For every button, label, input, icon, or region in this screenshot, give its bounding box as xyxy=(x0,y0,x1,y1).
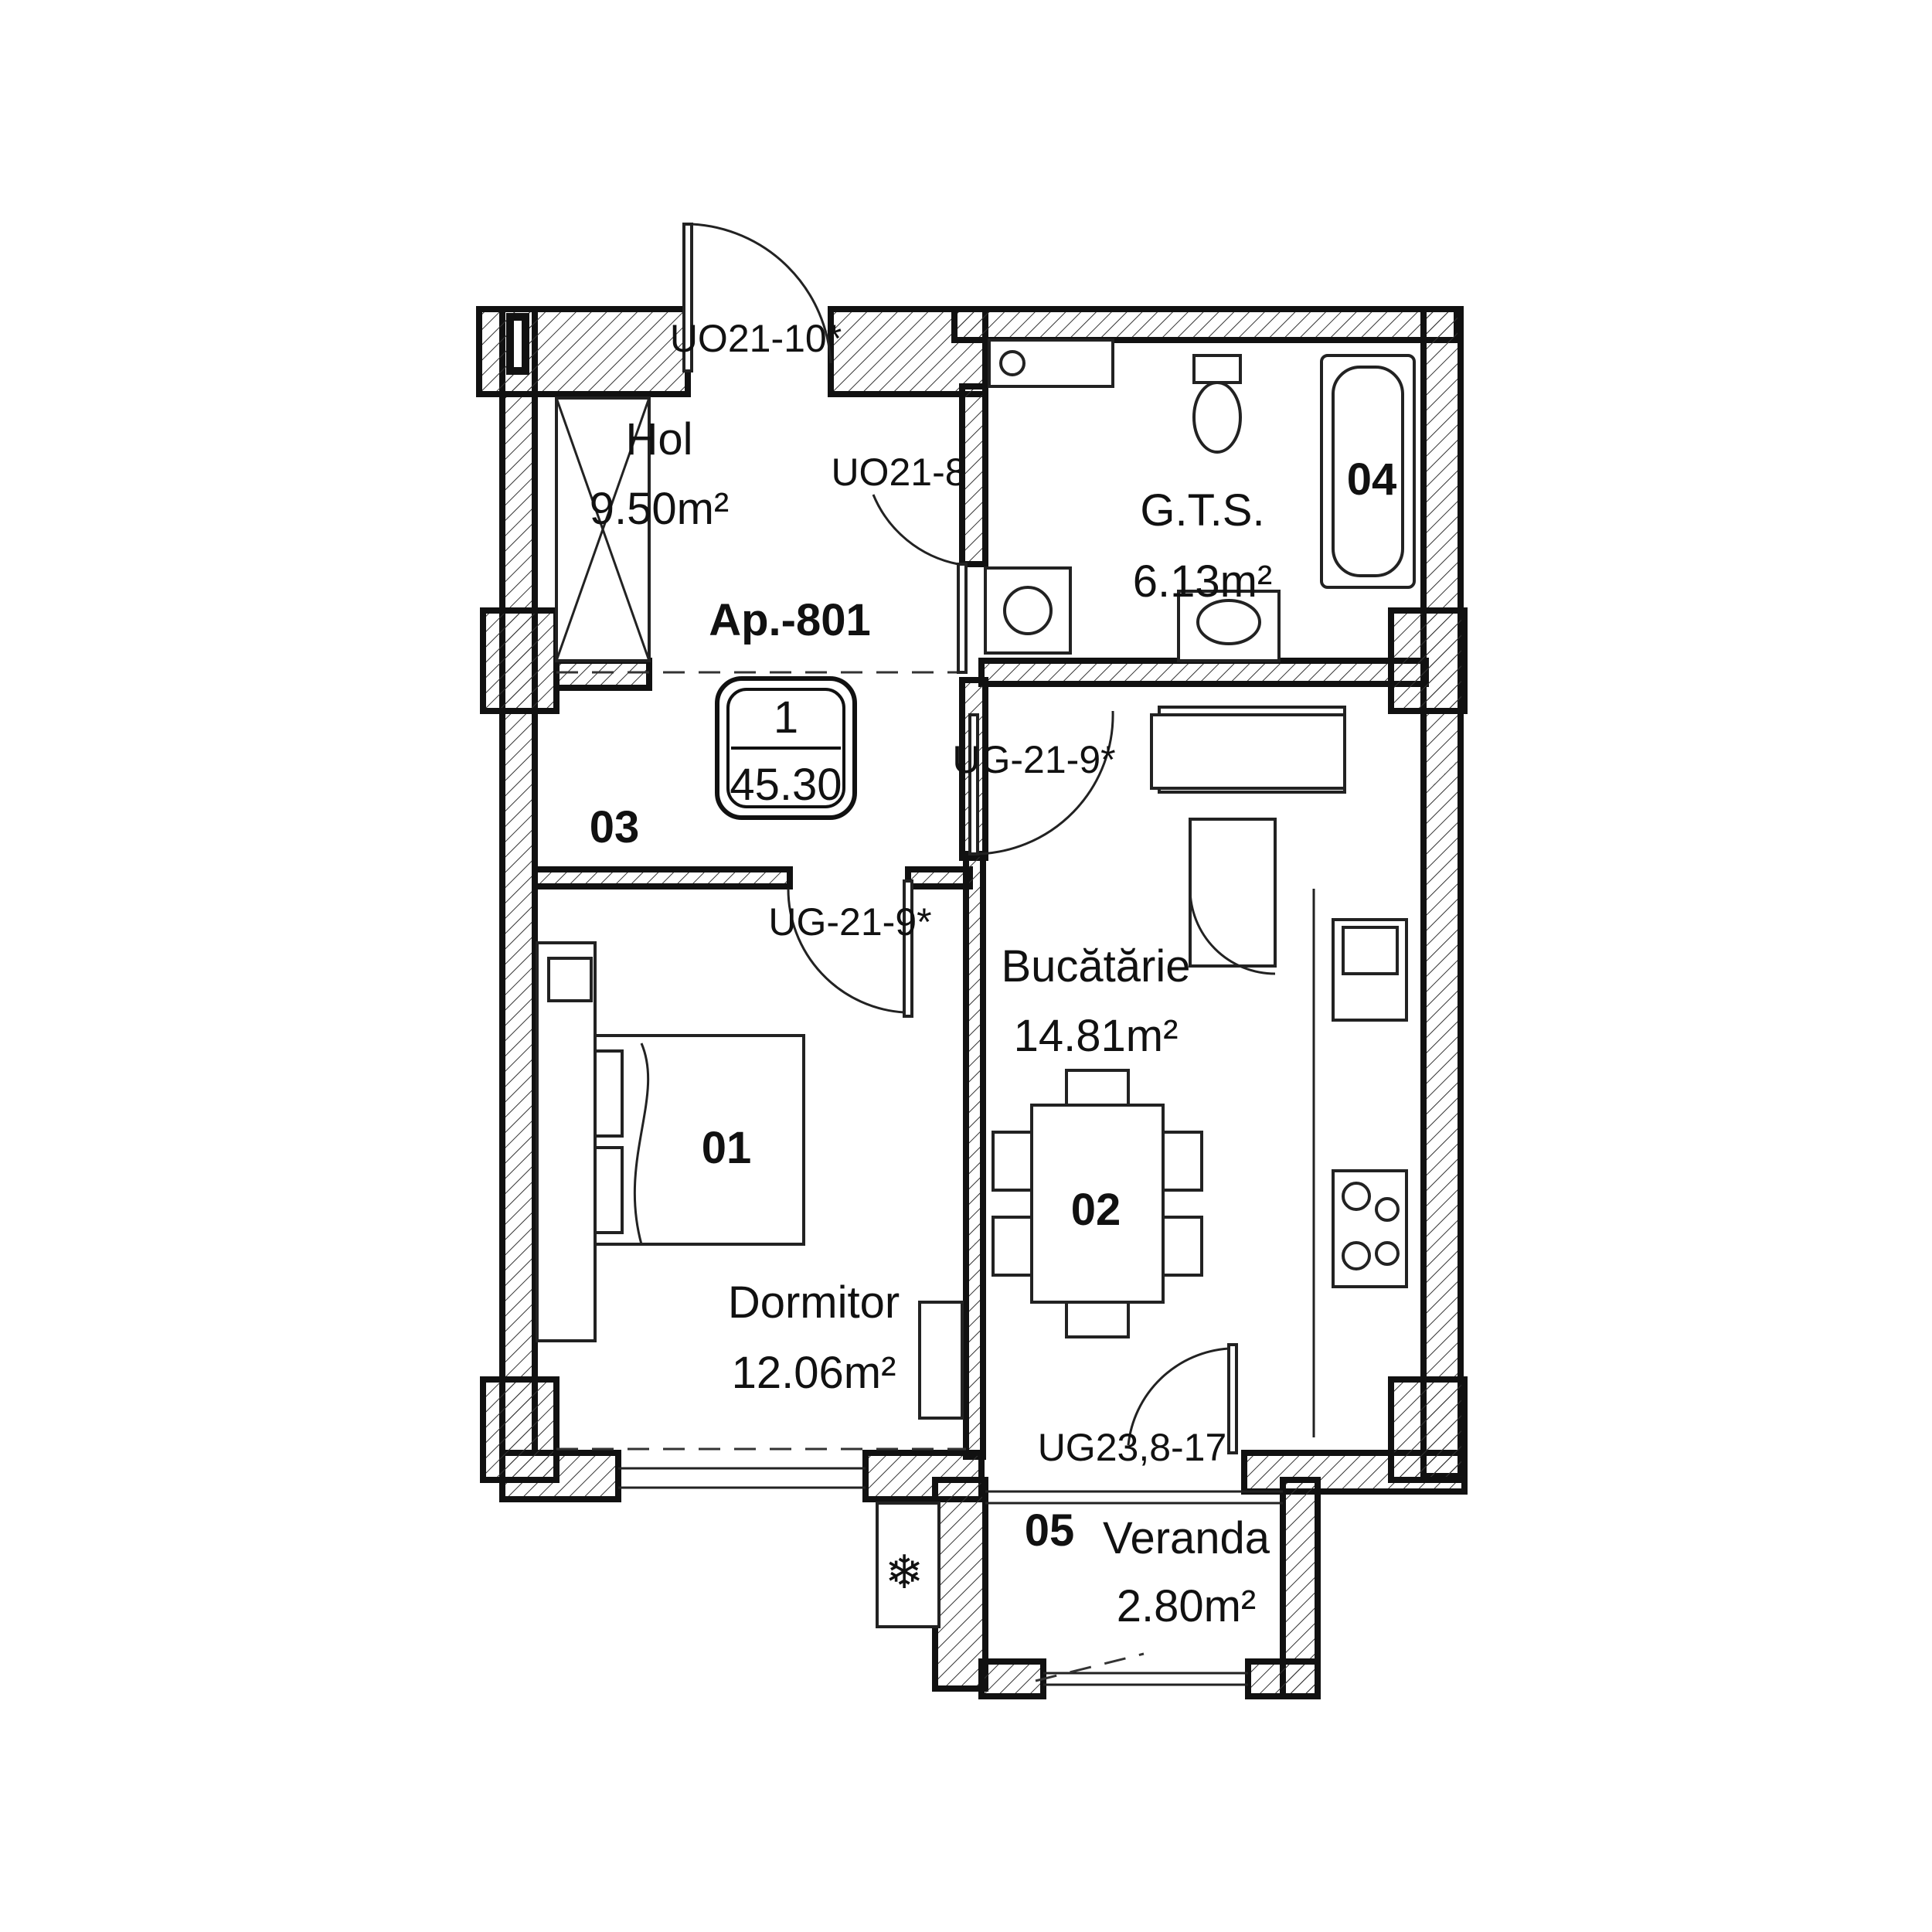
room-03-number: 03 xyxy=(590,802,640,852)
room-05-area: 2.80m² xyxy=(1117,1581,1257,1631)
bathtub-icon xyxy=(1320,354,1416,589)
room-01-number: 01 xyxy=(702,1123,752,1173)
room-04-name: G.T.S. xyxy=(1140,485,1264,536)
apartment-badge: 1 45.30 xyxy=(715,676,857,820)
room-05-name: Veranda xyxy=(1103,1513,1270,1563)
veranda-door-line xyxy=(1035,1652,1145,1682)
room-03-name: Hol xyxy=(625,414,692,464)
door-label-bath: UO21-8 xyxy=(831,451,966,494)
door-swings xyxy=(682,223,1238,1454)
rooms-count: 1 xyxy=(774,692,798,743)
apartment-name: Ap.-801 xyxy=(709,595,871,645)
windows xyxy=(618,1467,1283,1686)
boiler-icon xyxy=(988,338,1114,388)
radiator-icon xyxy=(918,1301,964,1420)
wardrobe-icon xyxy=(536,941,597,1342)
room-01-area: 12.06m² xyxy=(732,1348,896,1398)
room-03-area: 9.50m² xyxy=(590,484,730,534)
room-04-number: 04 xyxy=(1347,454,1397,505)
room-02-area: 14.81m² xyxy=(1014,1011,1179,1061)
door-label-entrance: UO21-10* xyxy=(670,317,842,360)
cabinet-icon xyxy=(1150,713,1346,790)
door-label-balcony: UG23,8-17 xyxy=(1038,1426,1227,1469)
washbasin-icon xyxy=(1177,590,1281,662)
fridge-icon xyxy=(1189,818,1277,975)
room-02-name: Bucătărie xyxy=(1001,941,1190,992)
room-04-area: 6.13m² xyxy=(1133,556,1273,607)
dining-table-icon xyxy=(992,1069,1203,1338)
kitchen-sink-icon xyxy=(1332,918,1408,1022)
door-label-kitchen: UG-21-9* xyxy=(952,738,1115,781)
svg-text:❄: ❄ xyxy=(885,1546,923,1598)
door-label-bedroom: UG-21-9* xyxy=(768,900,931,944)
total-area: 45.30 xyxy=(730,760,842,810)
walls xyxy=(476,306,1468,1699)
room-05-number: 05 xyxy=(1025,1505,1075,1556)
room-02-number: 02 xyxy=(1071,1185,1121,1235)
stove-icon xyxy=(1332,1169,1408,1288)
ac-unit-icon: ❄ xyxy=(876,1502,940,1628)
room-01-name: Dormitor xyxy=(728,1277,900,1328)
toilet-icon xyxy=(1192,354,1242,454)
washing-machine-icon xyxy=(984,566,1072,655)
